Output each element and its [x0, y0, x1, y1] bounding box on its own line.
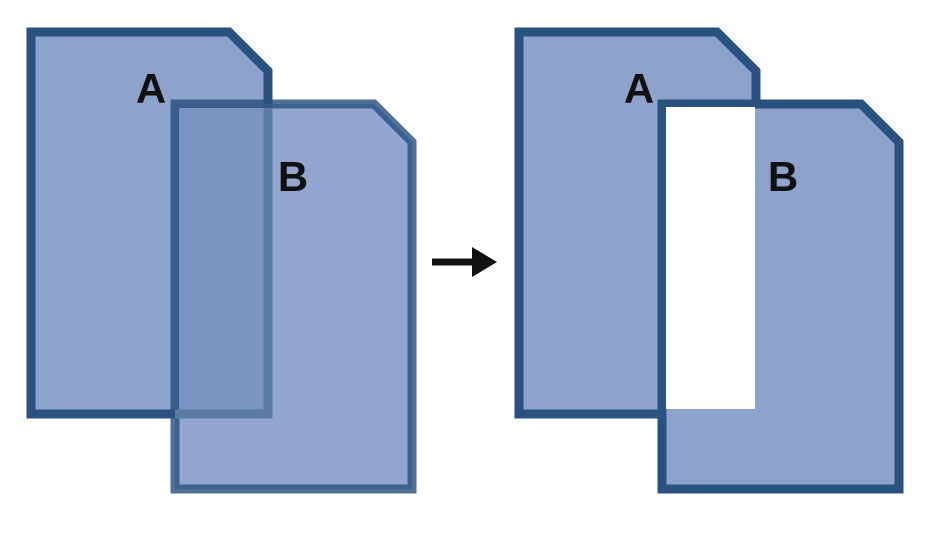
before-panel: A B — [26, 27, 417, 494]
before-document-a-label: A — [136, 65, 166, 112]
after-cleared-overlap-region — [666, 107, 755, 409]
before-document-b-label: B — [278, 153, 308, 200]
before-document-b: B — [170, 99, 417, 494]
after-panel: A B — [514, 27, 904, 494]
after-document-a-label: A — [624, 65, 654, 112]
arrow-head — [472, 247, 497, 277]
right-arrow-icon — [432, 247, 497, 277]
after-document-b-label: B — [768, 153, 798, 200]
before-overlap-region — [179, 108, 264, 410]
